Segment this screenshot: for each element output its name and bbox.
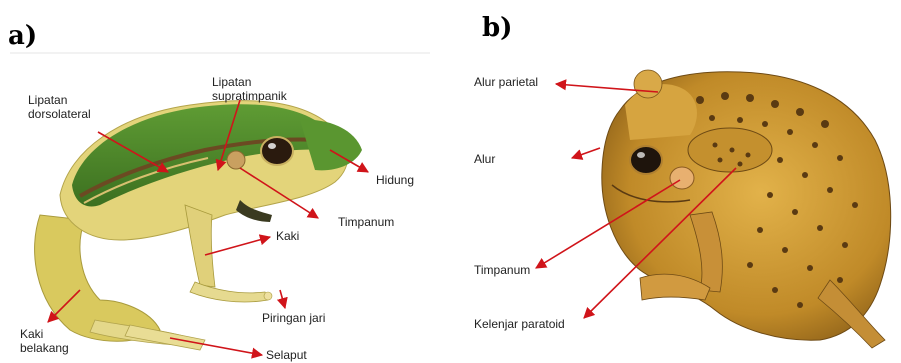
label-kaki-belakang-line2: belakang [20, 341, 69, 355]
label-alur: Alur [474, 152, 495, 166]
panel-a-letter: a) [8, 21, 37, 51]
arrow-kaki-depan [205, 237, 270, 255]
label-lipatan-supratimpanik-line2: supratimpanik [212, 89, 288, 103]
panel-b-letter: b) [482, 13, 512, 43]
panel-b-labels: Alur parietal Alur Timpanum Kelenjar par… [474, 75, 565, 331]
toad-illustration [602, 70, 891, 348]
label-selaput: Selaput [266, 348, 307, 362]
arrow-alur [572, 148, 600, 158]
arrow-piringan-jari [280, 290, 285, 308]
panel-b: b) [474, 13, 891, 348]
label-kaki-belakang-line1: Kaki [20, 327, 43, 341]
label-piringan-jari: Piringan jari [262, 311, 325, 325]
label-lipatan-supratimpanik-line1: Lipatan [212, 75, 251, 89]
panel-a: a) [8, 21, 430, 362]
label-hidung: Hidung [376, 173, 414, 187]
label-timpanum-a: Timpanum [338, 215, 394, 229]
label-lipatan-dorsolateral-line1: Lipatan [28, 93, 67, 107]
label-timpanum-b: Timpanum [474, 263, 530, 277]
label-lipatan-dorsolateral-line2: dorsolateral [28, 107, 91, 121]
label-alur-parietal: Alur parietal [474, 75, 538, 89]
label-kaki-depan: Kaki [276, 229, 299, 243]
label-kelenjar-paratoid: Kelenjar paratoid [474, 317, 565, 331]
